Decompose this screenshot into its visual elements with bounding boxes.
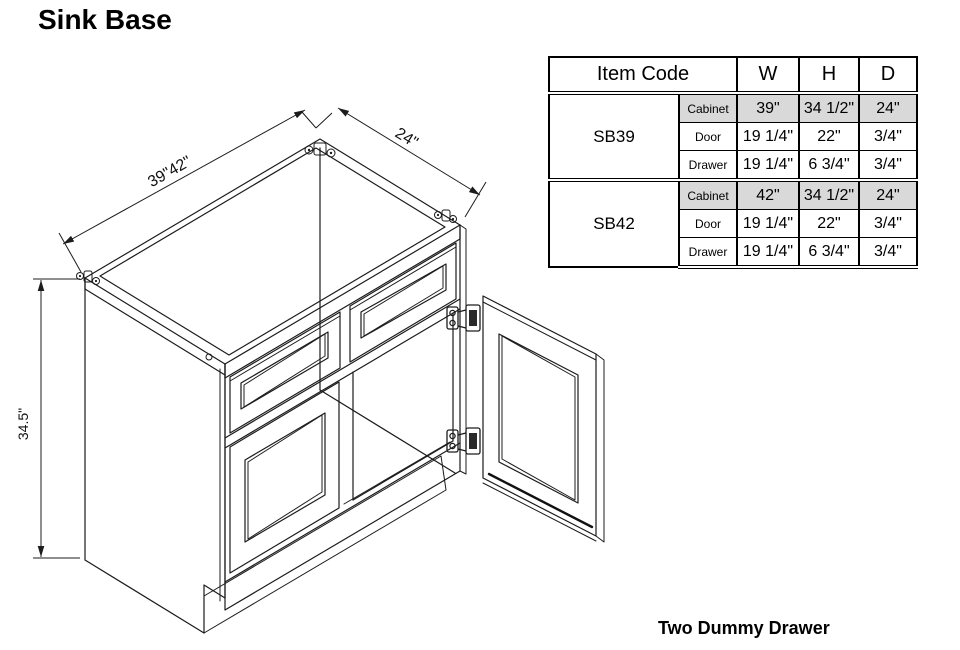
header-h: H: [798, 56, 860, 95]
item-code-cell: SB42: [548, 178, 680, 268]
table-row: SB39 Cabinet 39" 34 1/2" 24": [548, 92, 918, 181]
value-cell-h: 22": [798, 122, 860, 151]
header-w: W: [736, 56, 800, 95]
spec-table: Item Code W H D SB39 Cabinet 39" 34 1/2"…: [548, 56, 918, 269]
spec-table-header-row: Item Code W H D: [548, 56, 918, 95]
value-cell-w: 19 1/4": [736, 237, 800, 269]
hinge-icons: [446, 304, 481, 455]
dimension-label-height: 34.5": [15, 408, 31, 440]
value-cell-d: 3/4": [858, 150, 918, 181]
part-cell: Cabinet: [678, 178, 738, 210]
part-cell: Drawer: [678, 237, 738, 269]
value-cell-d: 24": [858, 178, 918, 210]
value-cell-h: 6 3/4": [798, 237, 860, 269]
value-cell-d: 24": [858, 92, 918, 123]
value-cell-h: 34 1/2": [798, 92, 860, 123]
cabinet-body: [84, 138, 605, 634]
part-cell: Cabinet: [678, 92, 738, 123]
value-cell-w: 42": [736, 178, 800, 210]
table-row: Drawer 19 1/4" 6 3/4" 3/4": [549, 150, 918, 181]
value-cell-d: 3/4": [858, 209, 918, 238]
page-title: Sink Base: [38, 4, 172, 35]
value-cell-h: 22": [798, 209, 860, 238]
item-code-cell: SB39: [548, 92, 680, 181]
value-cell-w: 39": [736, 92, 800, 123]
value-cell-w: 19 1/4": [736, 150, 800, 181]
table-row: Drawer 19 1/4" 6 3/4" 3/4": [549, 237, 918, 269]
value-cell-w: 19 1/4": [736, 209, 800, 238]
cabinet-drawing: 39"42" 24" 34.5": [15, 107, 605, 634]
header-d: D: [858, 56, 918, 95]
value-cell-d: 3/4": [858, 122, 918, 151]
part-cell: Door: [678, 122, 738, 151]
dimension-label-depth: 24": [392, 125, 421, 152]
drawing-caption: Two Dummy Drawer: [658, 618, 830, 638]
dimension-lines: [33, 107, 487, 559]
value-cell-h: 34 1/2": [798, 178, 860, 210]
value-cell-d: 3/4": [858, 237, 918, 269]
corner-bracket-icons: [76, 142, 457, 361]
header-item-code: Item Code: [548, 56, 738, 95]
value-cell-h: 6 3/4": [798, 150, 860, 181]
table-row: Door 19 1/4" 22" 3/4": [549, 209, 918, 238]
value-cell-w: 19 1/4": [736, 122, 800, 151]
part-cell: Drawer: [678, 150, 738, 181]
table-row: Door 19 1/4" 22" 3/4": [549, 122, 918, 151]
table-row: SB42 Cabinet 42" 34 1/2" 24": [548, 178, 918, 268]
part-cell: Door: [678, 209, 738, 238]
